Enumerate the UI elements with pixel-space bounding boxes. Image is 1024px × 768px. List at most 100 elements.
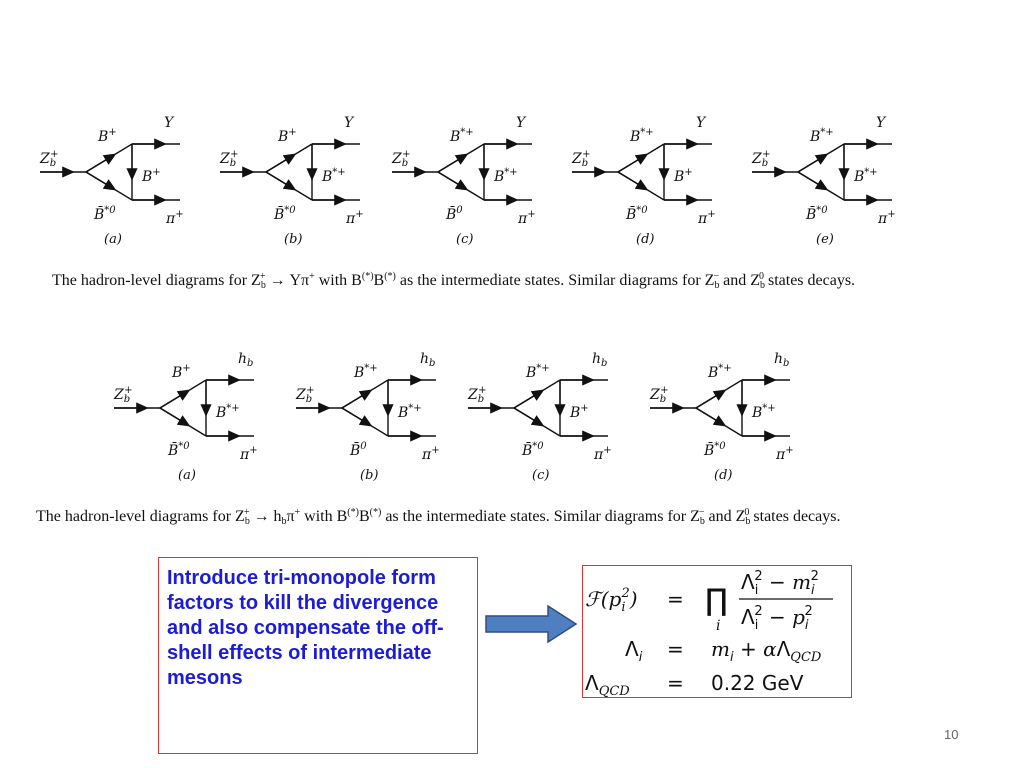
label-out-bottom: π+ [422, 445, 440, 463]
label-bottom-meson: B̄0 [350, 441, 367, 459]
label-initial: Zb+ [296, 385, 315, 405]
diagram-tag: (a) [178, 468, 196, 483]
label-top-meson: B*+ [630, 127, 654, 145]
row2-diagram-4: Zb+ B*+ B*+ B̄*0 hb π+ (d) [650, 352, 800, 483]
formula-f-eq: = [667, 587, 684, 611]
note-text: Introduce tri-monopole form factors to k… [167, 567, 444, 689]
label-out-top: hb [592, 351, 608, 369]
diagram-tag: (d) [714, 468, 733, 483]
formula-lambda-eq: = [667, 637, 684, 661]
svg-text:i: i [716, 618, 720, 634]
label-bottom-meson: B̄*0 [704, 441, 726, 459]
row1-caption: The hadron-level diagrams for Zb+ → Υπ+ … [52, 271, 856, 291]
label-top-meson: B+ [172, 363, 191, 381]
label-exchange-meson: B*+ [752, 403, 776, 421]
diagram-tag: (c) [532, 468, 550, 483]
row2-diagram-3: Zb+ B*+ B+ B̄*0 hb π+ (c) [468, 352, 618, 483]
label-out-top: Υ [876, 115, 886, 131]
label-exchange-meson: B+ [570, 403, 589, 421]
formula-qcd-lhs: ΛQCD [585, 671, 630, 699]
diagram-lines [220, 138, 360, 206]
label-out-top: Υ [164, 115, 174, 131]
formula-lambda-lhs: Λi [625, 637, 643, 665]
label-exchange-meson: B+ [674, 167, 693, 185]
diagram-tag: (c) [456, 232, 474, 247]
label-out-bottom: π+ [776, 445, 794, 463]
diagram-lines [650, 374, 790, 442]
label-exchange-meson: B*+ [216, 403, 240, 421]
label-out-bottom: π+ [698, 209, 716, 227]
label-top-meson: B*+ [354, 363, 378, 381]
formula-prod-icon: ∏ [705, 583, 728, 618]
label-initial: Zb+ [114, 385, 133, 405]
label-top-meson: B*+ [810, 127, 834, 145]
label-exchange-meson: B*+ [854, 167, 878, 185]
formula-f-lhs: ℱ(pi2) [585, 586, 638, 615]
label-initial: Zb+ [650, 385, 669, 405]
label-out-bottom: π+ [166, 209, 184, 227]
label-initial: Zb+ [572, 149, 591, 169]
diagram-lines [468, 374, 608, 442]
label-bottom-meson: B̄*0 [94, 205, 116, 223]
diagram-tag: (d) [636, 232, 655, 247]
label-out-top: Υ [696, 115, 706, 131]
label-exchange-meson: B+ [142, 167, 161, 185]
label-top-meson: B+ [278, 127, 297, 145]
label-initial: Zb+ [220, 149, 239, 169]
label-out-bottom: π+ [518, 209, 536, 227]
label-out-bottom: π+ [878, 209, 896, 227]
diagram-lines [572, 138, 712, 206]
label-out-top: hb [238, 351, 254, 369]
svg-text:Λi2 − pi2: Λi2 − pi2 [741, 604, 813, 633]
diagram-lines [296, 374, 436, 442]
diagram-tag: (a) [104, 232, 122, 247]
label-out-top: hb [420, 351, 436, 369]
label-out-top: Υ [344, 115, 354, 131]
label-bottom-meson: B̄0 [446, 205, 463, 223]
formula-lambda-rhs: mi + αΛQCD [711, 637, 822, 665]
formula-box: ℱ(pi2) = ∏ i Λi2 − mi2 Λi2 − pi2 Λi = mi… [582, 565, 852, 699]
label-out-bottom: π+ [346, 209, 364, 227]
label-top-meson: B*+ [526, 363, 550, 381]
page-number: 10 [944, 727, 959, 742]
label-top-meson: B*+ [708, 363, 732, 381]
note-box: Introduce tri-monopole form factors to k… [158, 557, 478, 754]
label-top-meson: B*+ [450, 127, 474, 145]
diagram-tag: (e) [816, 232, 834, 247]
label-bottom-meson: B̄*0 [626, 205, 648, 223]
label-initial: Zb+ [392, 149, 411, 169]
label-initial: Zb+ [40, 149, 59, 169]
label-exchange-meson: B*+ [398, 403, 422, 421]
diagram-tag: (b) [284, 232, 303, 247]
label-out-bottom: π+ [594, 445, 612, 463]
formula-qcd-eq: = [667, 671, 684, 695]
diagram-lines [752, 138, 892, 206]
label-out-top: hb [774, 351, 790, 369]
diagram-lines [40, 138, 180, 206]
row2-caption: The hadron-level diagrams for Zb+ → hbπ+… [36, 507, 841, 527]
label-out-top: Υ [516, 115, 526, 131]
label-exchange-meson: B*+ [322, 167, 346, 185]
label-bottom-meson: B̄*0 [168, 441, 190, 459]
svg-text:Λi2 − mi2: Λi2 − mi2 [741, 569, 819, 598]
label-bottom-meson: B̄*0 [806, 205, 828, 223]
formula-qcd-rhs: 0.22 GeV [711, 671, 804, 695]
label-out-bottom: π+ [240, 445, 258, 463]
label-initial: Zb+ [752, 149, 771, 169]
formula-svg: ℱ(pi2) = ∏ i Λi2 − mi2 Λi2 − pi2 Λi = mi… [585, 569, 833, 699]
row2-diagram-1: Zb+ B+ B*+ B̄*0 hb π+ (a) [114, 352, 264, 483]
label-exchange-meson: B*+ [494, 167, 518, 185]
diagram-tag: (b) [360, 468, 379, 483]
label-initial: Zb+ [468, 385, 487, 405]
right-arrow-icon [485, 604, 578, 644]
label-bottom-meson: B̄*0 [522, 441, 544, 459]
label-bottom-meson: B̄*0 [274, 205, 296, 223]
diagram-lines [392, 138, 532, 206]
label-top-meson: B+ [98, 127, 117, 145]
row2-diagram-2: Zb+ B*+ B*+ B̄0 hb π+ (b) [296, 352, 446, 483]
